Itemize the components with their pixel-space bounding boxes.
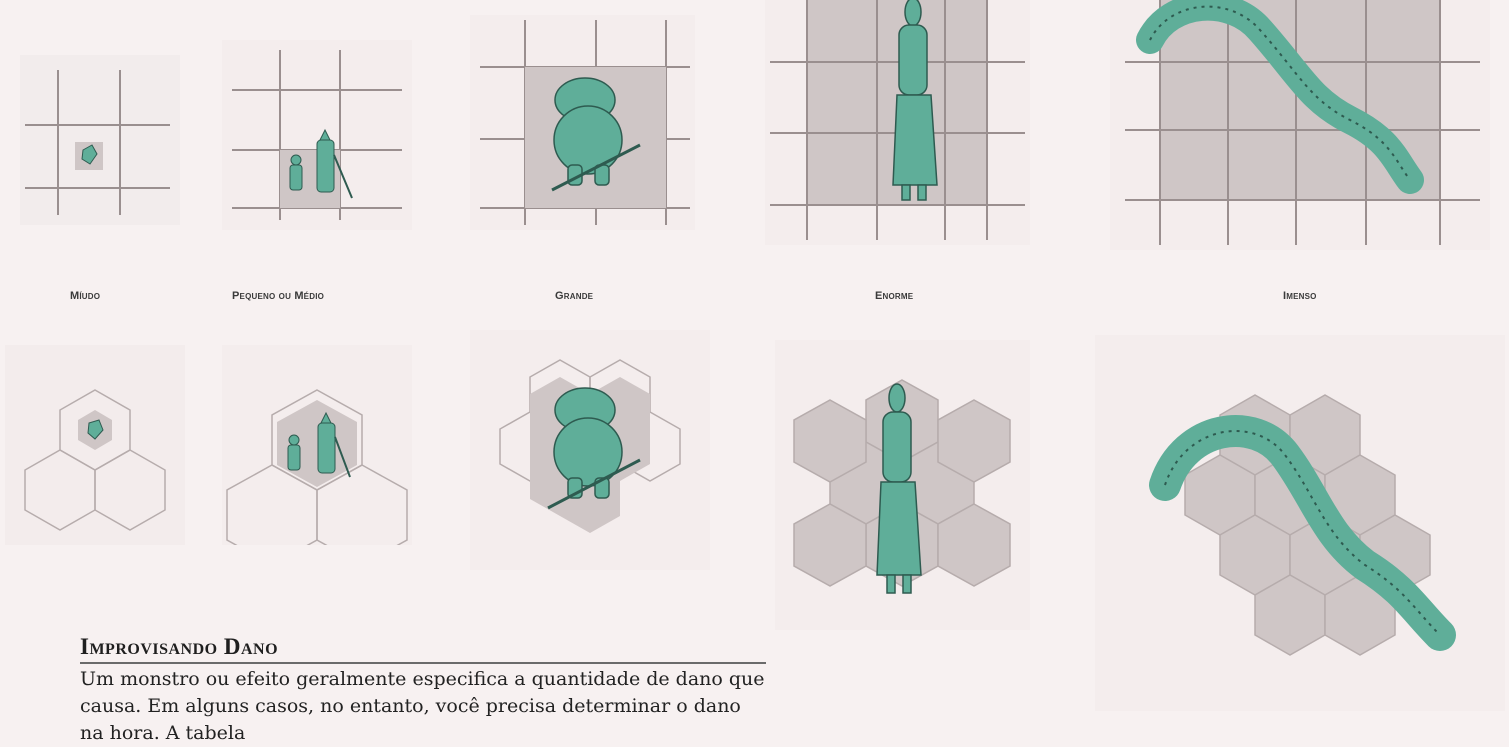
kobold-icon	[287, 434, 301, 471]
hex-grid-small-medium	[222, 345, 412, 545]
square-grid-huge	[765, 0, 1030, 245]
size-label-huge: Enorme	[875, 290, 914, 302]
adventurer-icon	[316, 128, 353, 199]
ogre-icon	[551, 77, 641, 192]
square-grid-large	[470, 15, 695, 230]
section-heading: Improvisando Dano	[80, 634, 766, 664]
giant-icon	[876, 383, 922, 594]
adventurer-icon	[317, 411, 351, 478]
hex-grid-large	[470, 330, 710, 570]
giant-icon	[892, 0, 938, 201]
square-grid-small-medium	[222, 40, 412, 230]
ogre-icon	[547, 387, 641, 510]
size-label-tiny: Míudo	[70, 290, 101, 302]
kobold-icon	[289, 154, 303, 191]
square-grid-gargantuan	[1110, 0, 1490, 250]
hex-grid-gargantuan	[1095, 335, 1505, 711]
hex-grid-tiny	[5, 345, 185, 545]
size-label-large: Grande	[555, 290, 594, 302]
tiny-creature-icon	[81, 144, 98, 165]
size-label-small-medium: Pequeno ou Médio	[232, 290, 325, 302]
improvising-damage-section: Improvisando Dano Um monstro ou efeito g…	[80, 634, 766, 747]
size-label-gargantuan: Imenso	[1283, 290, 1317, 302]
hex-grid-huge	[775, 340, 1030, 630]
square-grid-tiny	[20, 55, 180, 225]
section-body: Um monstro ou efeito geralmente especifi…	[80, 668, 765, 744]
tiny-creature-icon	[87, 419, 104, 440]
